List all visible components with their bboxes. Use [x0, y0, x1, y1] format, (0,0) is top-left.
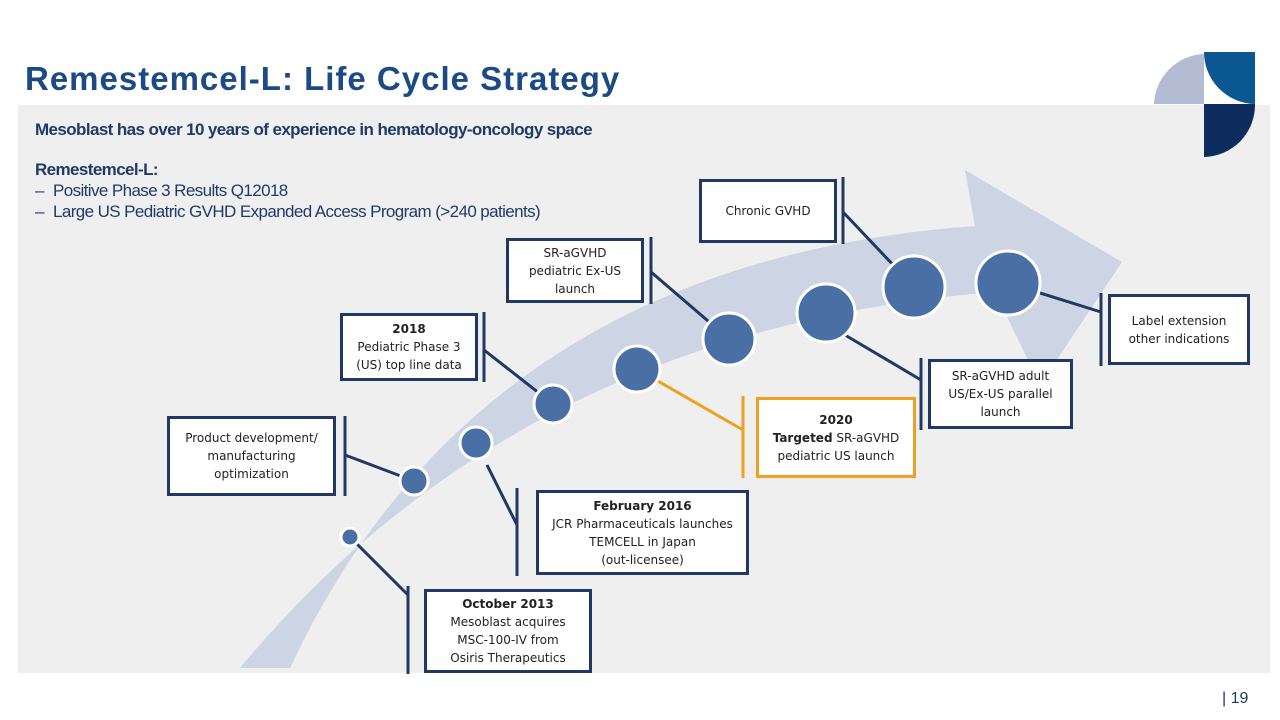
connector: [348, 535, 410, 597]
connector: [844, 333, 922, 382]
bullet: –Large US Pediatric GVHD Expanded Access…: [35, 202, 541, 221]
milestone-node: [532, 383, 574, 425]
milestone-node: [701, 311, 757, 367]
milestone-box-chronic-gvhd: Chronic GVHD: [699, 179, 837, 243]
intro-subhead: Remestemcel-L:: [35, 160, 159, 179]
milestone-node: [881, 254, 947, 320]
milestone-node: [458, 425, 494, 461]
milestone-node: [398, 465, 430, 497]
intro-headline: Mesoblast has over 10 years of experienc…: [35, 120, 593, 139]
milestone-node: [795, 282, 857, 344]
intro-text: Mesoblast has over 10 years of experienc…: [35, 120, 593, 222]
connector: [485, 464, 519, 526]
bullet: –Positive Phase 3 Results Q12018: [35, 181, 288, 200]
milestone-node: [339, 526, 361, 548]
page-number: | 19: [1222, 690, 1249, 707]
page-title: Remestemcel-L: Life Cycle Strategy: [25, 60, 621, 97]
milestone-node: [974, 249, 1042, 317]
company-logo: [1154, 52, 1256, 157]
milestone-node: [612, 344, 662, 394]
